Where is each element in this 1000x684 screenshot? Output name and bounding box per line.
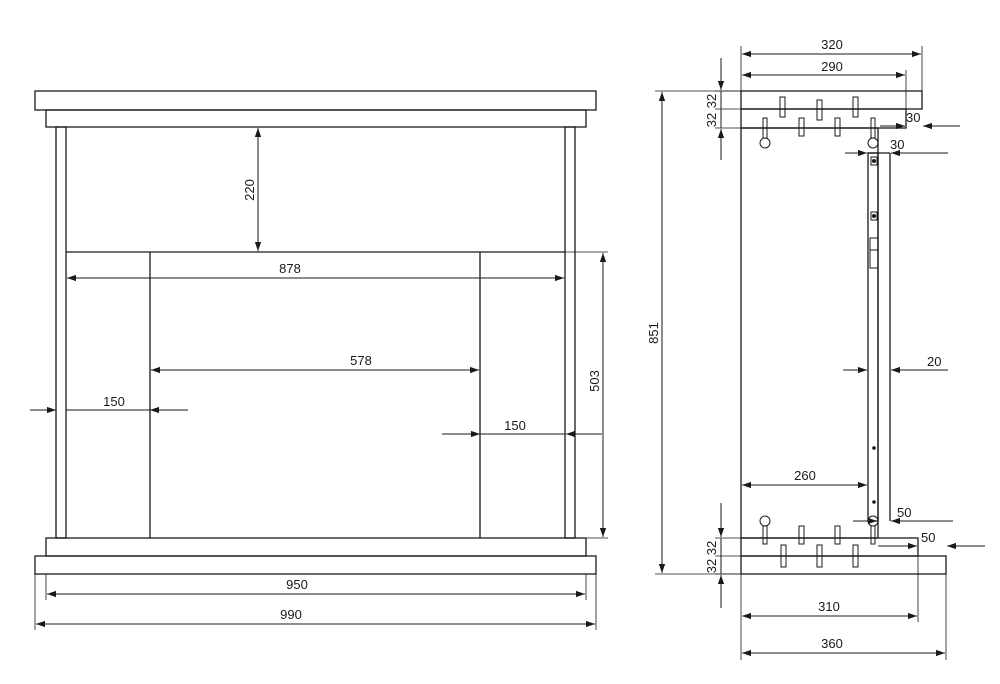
hinge-2-dot [872, 214, 876, 218]
bottom-peg-7 [852, 544, 859, 568]
hinge-1 [870, 156, 878, 166]
side-base-slab [740, 537, 919, 557]
dim-label-20: 20 [927, 354, 941, 369]
dim-label-50-top: 50 [897, 505, 911, 520]
right-leg [564, 126, 576, 539]
screw-1 [872, 446, 876, 450]
side-base-lower-slab [740, 555, 947, 575]
top-peg-1 [779, 96, 786, 118]
dim-label-bot-32-1: 32 [704, 541, 719, 555]
back-panel [867, 152, 879, 522]
left-leg [55, 126, 67, 539]
top-peg-4 [798, 117, 805, 137]
dim-label-top-32-1: 32 [704, 94, 719, 108]
top-cam-lock-right [867, 137, 879, 149]
mantel-top-slab [34, 90, 597, 111]
dim-label-578: 578 [350, 353, 372, 368]
top-peg-5 [834, 117, 841, 137]
dim-label-150-right: 150 [504, 418, 526, 433]
side-view: 320 290 32 32 30 30 851 20 260 [646, 37, 985, 660]
dim-label-310: 310 [818, 599, 840, 614]
top-cam-lock-left [759, 137, 771, 149]
dim-label-990: 990 [280, 607, 302, 622]
dim-label-30-back: 30 [890, 137, 904, 152]
dim-label-150-left: 150 [103, 394, 125, 409]
bottom-peg-4 [798, 525, 805, 545]
hinge-1-dot [872, 159, 876, 163]
dim-label-950: 950 [286, 577, 308, 592]
bracket [869, 237, 879, 269]
dim-label-bot-32-2: 32 [704, 559, 719, 573]
base-upper-slab [45, 537, 587, 557]
bottom-cam-lock-left [759, 515, 771, 527]
dim-label-top-32-2: 32 [704, 113, 719, 127]
dim-label-503: 503 [587, 370, 602, 392]
bottom-peg-3 [780, 544, 787, 568]
dim-label-851: 851 [646, 322, 661, 344]
hinge-2 [870, 211, 878, 221]
bottom-peg-2 [870, 525, 876, 545]
dim-label-290: 290 [821, 59, 843, 74]
mantel-top-lower-slab [45, 109, 587, 128]
top-peg-2 [816, 99, 823, 121]
dim-label-50-bottom: 50 [921, 530, 935, 545]
dim-label-360: 360 [821, 636, 843, 651]
front-view: 220 878 578 150 150 503 950 990 [30, 90, 608, 630]
bottom-peg-5 [816, 544, 823, 568]
base-lower-slab [34, 555, 597, 575]
dim-label-320: 320 [821, 37, 843, 52]
bottom-peg-6 [834, 525, 841, 545]
dim-label-260: 260 [794, 468, 816, 483]
side-top-slab [740, 90, 923, 110]
screw-2 [872, 500, 876, 504]
bottom-peg-1 [762, 525, 768, 545]
dim-label-878: 878 [279, 261, 301, 276]
dim-label-220: 220 [242, 179, 257, 201]
dim-label-30-top: 30 [906, 110, 920, 125]
top-peg-3 [852, 96, 859, 118]
